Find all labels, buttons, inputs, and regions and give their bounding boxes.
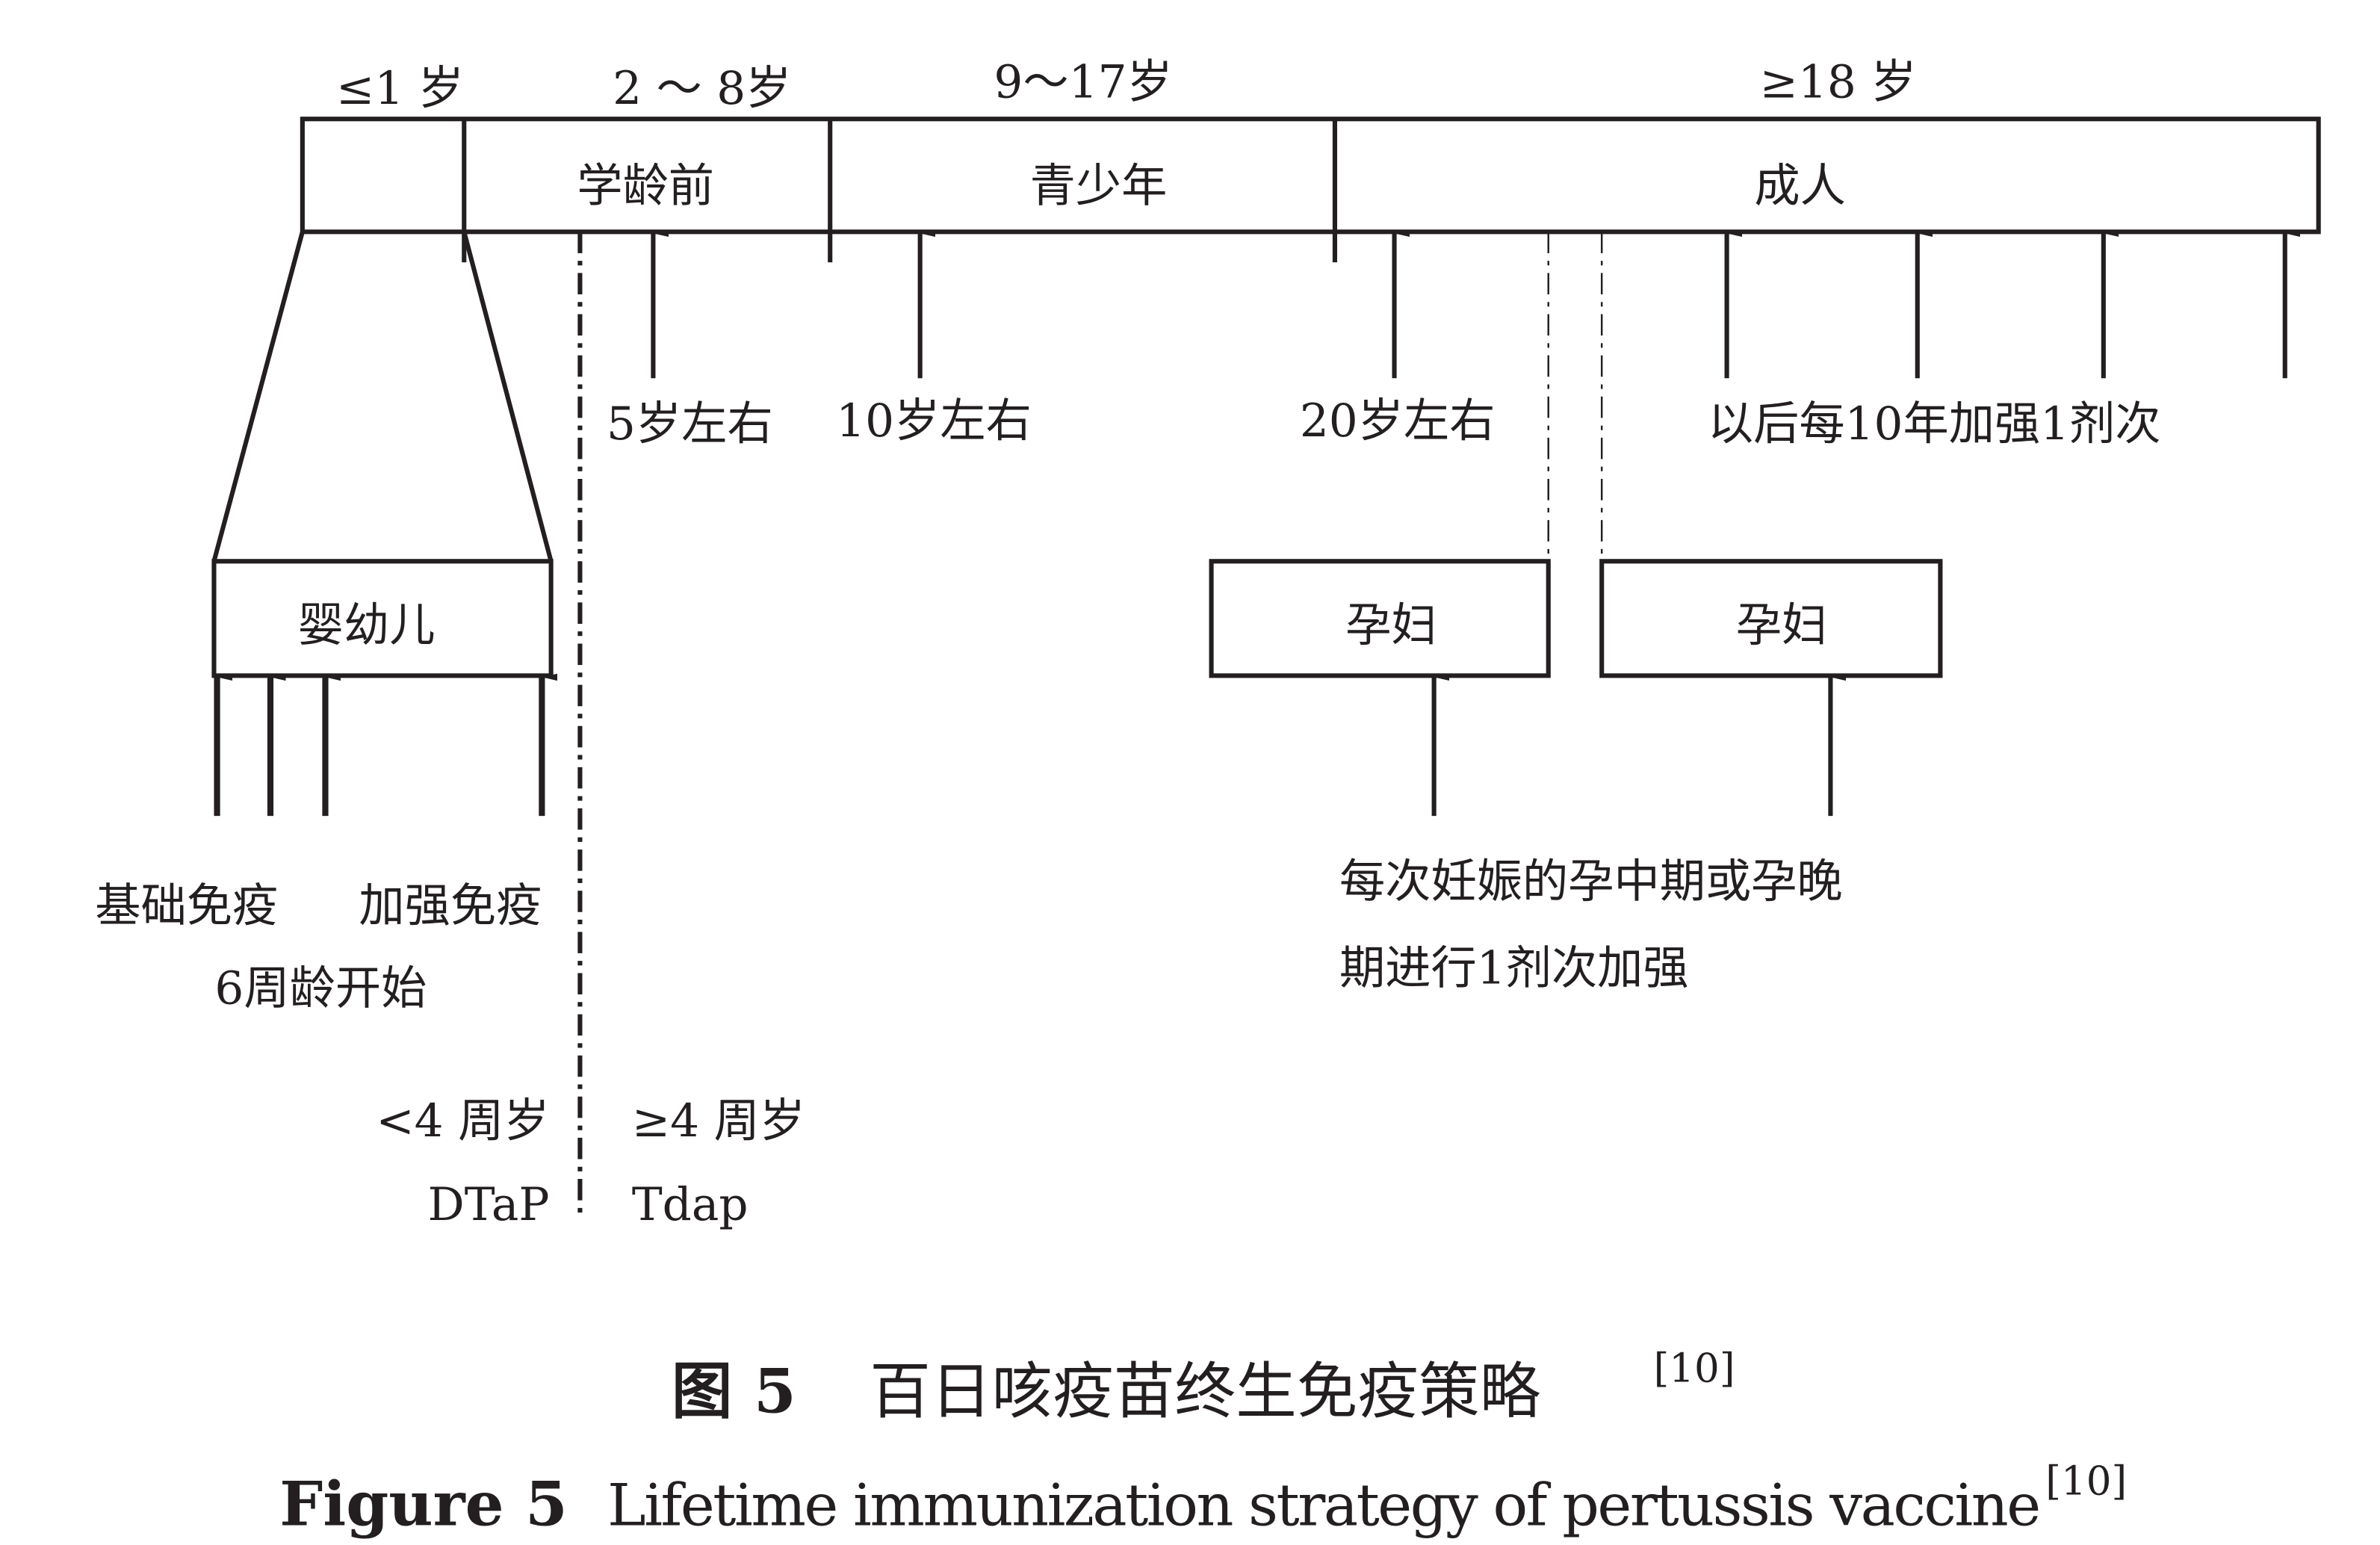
stage-label: 学龄前 <box>577 159 714 212</box>
pregnancy-box-label: 孕妇 <box>1345 598 1437 651</box>
infant-box-label: 婴幼儿 <box>298 598 436 651</box>
expansion-line <box>462 231 554 563</box>
infant-box <box>211 559 554 678</box>
age-group-label: 9～17岁 <box>994 56 1172 109</box>
pregnancy-note: 期进行1剂次加强 <box>1339 942 1689 995</box>
timeline-bar <box>300 117 2321 235</box>
pregnancy-note: 每次妊娠的孕中期或孕晚 <box>1339 855 1843 908</box>
caption-cn-label: 图 5 <box>672 1355 796 1427</box>
booster-arrows <box>651 233 2284 379</box>
booster-label: 5岁左右 <box>607 397 773 451</box>
pregnancy-box <box>1209 559 1551 678</box>
age-group-label: ≥18 岁 <box>1760 56 1917 109</box>
under4-label: <4 周岁 <box>376 1094 549 1148</box>
dtap-label: DTaP <box>428 1178 550 1231</box>
tdap-label: Tdap <box>632 1178 749 1231</box>
caption-en-title: Lifetime immunization strategy of pertus… <box>607 1472 2041 1539</box>
pregnancy-box-label: 孕妇 <box>1736 598 1827 651</box>
expansion-line <box>211 231 305 563</box>
booster-label: 以后每10年加强1剂次 <box>1708 397 2161 451</box>
caption-en-label: Figure 5 <box>279 1468 568 1540</box>
caption-cn-title: 百日咳疫苗终生免疫策略 <box>870 1356 1540 1427</box>
primary-label: 基础免疫 <box>95 879 278 932</box>
booster-label: 10岁左右 <box>836 394 1032 448</box>
stage-label: 青少年 <box>1030 159 1168 212</box>
caption-ref: [10] <box>2045 1458 2127 1505</box>
age-group-label: 2 ～ 8岁 <box>613 62 791 115</box>
over4-label: ≥4 周岁 <box>632 1094 805 1148</box>
age-group-label: ≤1 岁 <box>336 62 464 115</box>
stage-label: 成人 <box>1754 159 1845 212</box>
caption-ref: [10] <box>1654 1346 1735 1392</box>
booster-label: 加强免疫 <box>359 879 542 932</box>
pregnancy-box <box>1599 559 1943 678</box>
booster-label: 20岁左右 <box>1300 394 1496 448</box>
start-label: 6周龄开始 <box>214 962 427 1015</box>
infant-arrows <box>214 677 542 817</box>
pregnancy-arrows <box>1431 677 1831 817</box>
